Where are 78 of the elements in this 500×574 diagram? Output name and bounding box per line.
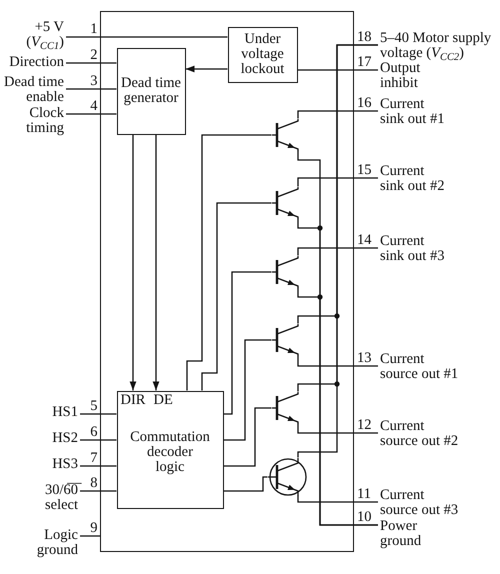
- arrow: [186, 66, 228, 72]
- wire: [66, 62, 116, 64]
- pin-name: HS2: [16, 431, 80, 446]
- wire: [66, 113, 116, 115]
- logic-block: [116, 48, 186, 134]
- pin-number: 9: [90, 522, 98, 535]
- wire: [297, 356, 378, 367]
- transistor-symbol: [272, 186, 300, 218]
- wire: [66, 88, 116, 90]
- pin-number: 15: [357, 164, 372, 177]
- wire: [297, 424, 378, 434]
- pin-number: 7: [90, 452, 98, 465]
- wire: [297, 177, 378, 186]
- pin-name: Direction: [2, 55, 66, 70]
- pin-number: 11: [357, 488, 371, 501]
- pin-number: 8: [90, 477, 98, 490]
- pin-name: Current sink out #3: [378, 234, 448, 264]
- wire: [66, 36, 228, 38]
- pin-name: Current sink out #1: [378, 97, 448, 127]
- wire: [298, 69, 378, 71]
- pin-name: +5 V (V$_{CC1}$): [2, 20, 66, 50]
- pin-name: Clock timing: [2, 106, 66, 136]
- pin-number: 14: [357, 234, 372, 247]
- pin-number: 6: [90, 426, 98, 439]
- wire: [224, 271, 272, 415]
- transistor-symbol: [268, 458, 308, 496]
- pin-name: Output inhibit: [378, 61, 442, 91]
- wire: [201, 202, 272, 390]
- wire: [224, 476, 268, 492]
- pin-number: 3: [90, 75, 98, 88]
- wire: [297, 44, 378, 458]
- pin-name: Logic ground: [16, 528, 80, 558]
- wire: [224, 339, 272, 441]
- logic-block: [228, 26, 298, 82]
- pin-number: 12: [357, 419, 372, 432]
- pin-name: 30/6̅0̅ select: [16, 483, 80, 513]
- pin-name: 5–40 Motor supply voltage (V$_{CC2}$): [378, 31, 498, 61]
- pin-name: Current source out #3: [378, 488, 463, 518]
- transistor-symbol: [272, 256, 300, 288]
- pin-number: 2: [90, 49, 98, 62]
- port-label: DE: [154, 392, 173, 408]
- block-label: Dead time generator: [120, 76, 182, 106]
- transistor-symbol: [272, 324, 300, 356]
- arrow: [152, 134, 160, 390]
- wire: [80, 490, 116, 492]
- wire: [80, 535, 100, 537]
- wire: [297, 247, 378, 256]
- pin-number: 1: [90, 23, 98, 36]
- block-label: Under voltage lockout: [240, 32, 286, 77]
- wire: [80, 439, 116, 441]
- pin-name: Current sink out #2: [378, 164, 448, 194]
- pin-number: 4: [90, 100, 98, 113]
- block-label: Commutation decoder logic: [130, 430, 210, 474]
- wire: [80, 413, 116, 415]
- wire: [297, 110, 378, 118]
- wire: [186, 134, 272, 390]
- logic-block: [116, 390, 224, 508]
- wire: [297, 496, 378, 503]
- wire: [297, 288, 378, 526]
- pin-name: HS1: [16, 405, 80, 420]
- pin-name: Current source out #2: [378, 419, 463, 449]
- pin-number: 18: [357, 31, 372, 44]
- pin-number: 16: [357, 97, 372, 110]
- port-label: DIR: [120, 392, 146, 408]
- wire: [224, 407, 272, 467]
- pin-number: 13: [357, 352, 372, 365]
- chip-outline: [100, 11, 354, 552]
- pin-name: HS3: [16, 457, 80, 472]
- transistor-symbol: [272, 392, 300, 424]
- pin-number: 10: [357, 511, 372, 524]
- arrow: [130, 134, 136, 390]
- pin-number: 5: [90, 400, 98, 413]
- pin-name: Power ground: [378, 519, 442, 549]
- pin-name: Current source out #1: [378, 352, 463, 382]
- transistor-symbol: [272, 118, 300, 150]
- wire: [80, 465, 116, 467]
- pin-number: 17: [357, 56, 372, 69]
- pin-name: Dead time enable: [2, 75, 66, 105]
